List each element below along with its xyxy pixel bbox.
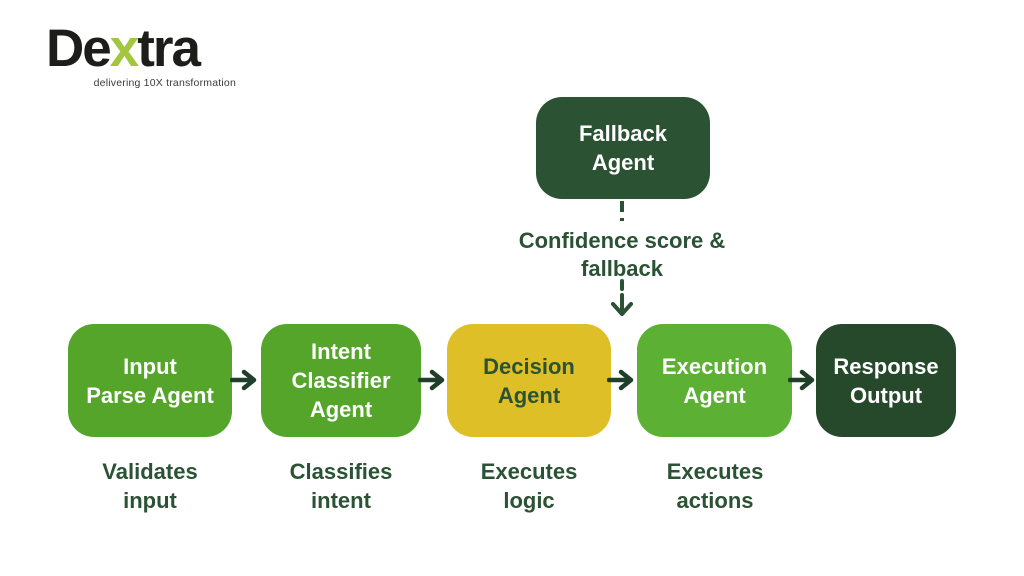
agent-box-label: Execution Agent: [661, 353, 768, 408]
agent-box-execution: Execution Agent: [637, 324, 792, 437]
agent-box-decision: Decision Agent: [447, 324, 611, 437]
caption-classifies-intent: Classifies intent: [289, 459, 393, 513]
flow-arrow-icon: [607, 369, 634, 391]
flow-arrow-icon: [788, 369, 815, 391]
logo-tagline: delivering 10X transformation: [93, 77, 236, 89]
agent-box-label: Response Output: [833, 353, 939, 408]
agent-box-label: Intent Classifier Agent: [291, 339, 391, 422]
flow-arrow-icon: [418, 369, 445, 391]
agent-box-input-parse: Input Parse Agent: [68, 324, 232, 437]
agent-box-label: Decision Agent: [483, 353, 575, 408]
logo-accent-letter: x: [109, 19, 140, 78]
fallback-agent-label: Fallback Agent: [578, 121, 668, 175]
caption-executes-actions: Executes actions: [666, 459, 764, 513]
agent-box-response-output: Response Output: [816, 324, 956, 437]
logo: Dextra delivering 10X transformation: [46, 22, 236, 89]
connector-label: Confidence score & fallback: [518, 228, 726, 281]
logo-text-after: tra: [137, 19, 201, 78]
agent-box-label: Input Parse Agent: [86, 353, 214, 408]
agent-box-intent-classifier: Intent Classifier Agent: [261, 324, 421, 437]
logo-wordmark: Dextra: [46, 22, 236, 75]
dashed-arrow-down-icon: [611, 279, 633, 316]
logo-text-before: De: [46, 19, 112, 78]
fallback-agent-box: Fallback Agent: [536, 97, 710, 199]
caption-executes-logic: Executes logic: [480, 459, 578, 513]
dashed-connector-top-icon: [620, 201, 624, 224]
caption-validates-input: Validates input: [102, 459, 198, 513]
flow-arrow-icon: [230, 369, 257, 391]
